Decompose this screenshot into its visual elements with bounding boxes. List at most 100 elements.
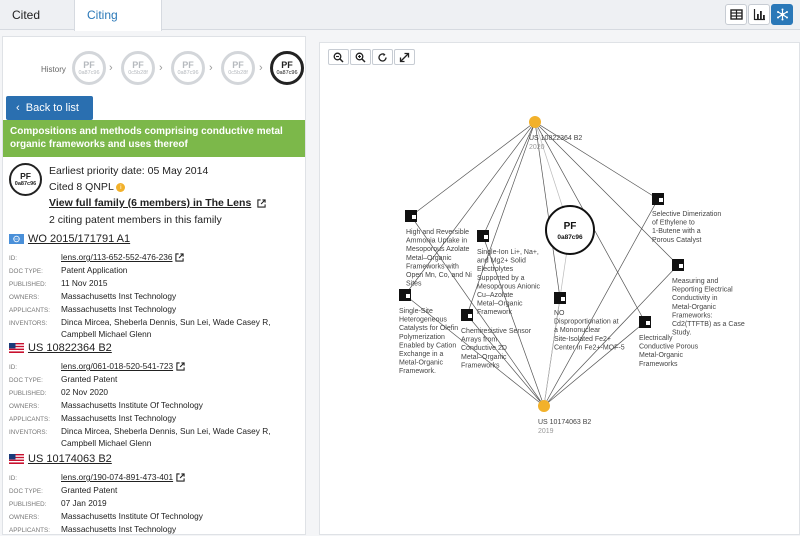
full-family-row: View full family (6 members) in The Lens (49, 197, 266, 209)
graph-view-button[interactable] (771, 4, 793, 25)
expand-button[interactable] (394, 49, 415, 65)
field-label: ID: (9, 475, 18, 482)
zoom-in-button[interactable] (350, 49, 371, 65)
top-tab-bar: Cited articles Citing patents (0, 0, 800, 52)
patent-id-row: ID: lens.org/190-074-891-473-401 (9, 472, 305, 484)
article-label-line: Single-Ion Li+, Na+, (477, 249, 539, 256)
refresh-button[interactable] (372, 49, 393, 65)
field-label: OWNERS: (9, 403, 40, 411)
history-item[interactable]: PF 0c5b28f (221, 51, 255, 85)
article-label-line: Chemiresistive Sensor (461, 328, 532, 335)
field-label: OWNERS: (9, 514, 40, 522)
citation-edge (543, 198, 659, 407)
patent-node-label: US 10822364 B2 (529, 135, 582, 142)
patent-number-link[interactable]: WO 2015/171791 A1 (28, 233, 131, 245)
article-label-line: Selective Dimerization (652, 211, 721, 218)
zoom-out-button[interactable] (328, 49, 349, 65)
article-label-line: Mesoporous Anionic (477, 283, 541, 290)
article-label-line: Ammonia Uptake in (406, 238, 467, 245)
history-item[interactable]: PF 0c5b28f (121, 51, 155, 85)
field-label: ID: (9, 255, 18, 262)
published-row: PUBLISHED:07 Jan 2019 (9, 498, 305, 510)
document-icon (659, 198, 663, 202)
graph-icon (776, 8, 788, 21)
history-item[interactable]: PF 0a87c96 (72, 51, 106, 85)
article-label-line: Open Mn, Co, and Ni (406, 272, 472, 279)
document-icon (406, 294, 410, 298)
patent-header: US 10822364 B2 (9, 340, 305, 356)
back-to-list-button[interactable]: ‹ Back to list (6, 96, 93, 120)
article-label-line: Electrically (639, 335, 673, 342)
doc-type-row: DOC TYPE:Granted Patent (9, 485, 305, 497)
patent-id-row: ID: lens.org/113-652-552-476-236 (9, 252, 305, 264)
history-trail: History PF 0a87c96 › PF 0c5b28f › PF 0a8… (3, 51, 305, 87)
patent-number-link[interactable]: US 10822364 B2 (28, 342, 112, 354)
lens-id-link[interactable]: lens.org/113-652-552-476-236 (61, 252, 173, 262)
article-label-line: Conductivity in (672, 295, 718, 302)
patent-header: US 10174063 B2 (9, 451, 305, 467)
article-label-line: Porous Catalyst (652, 237, 701, 244)
article-label-line: Disproportionation at (554, 319, 619, 326)
table-view-button[interactable] (725, 4, 747, 25)
patent-header: WO 2015/171791 A1 (9, 231, 305, 247)
article-label-line: Supported by a (477, 275, 525, 282)
article-label-line: Single-Site (399, 308, 433, 315)
field-label: OWNERS: (9, 294, 40, 302)
doc-type-value: Granted Patent (61, 374, 118, 385)
history-item-pf: PF (281, 60, 293, 70)
field-label: DOC TYPE: (9, 268, 43, 276)
patent-record: US 10822364 B2 ID:lens.org/061-018-520-5… (9, 340, 305, 449)
document-icon (484, 235, 488, 239)
patent-number-link[interactable]: US 10174063 B2 (28, 453, 112, 465)
history-item-current[interactable]: PF 0a87c96 (270, 51, 304, 85)
article-label-line: Framework. (399, 368, 436, 375)
field-label: PUBLISHED: (9, 501, 47, 509)
article-label-line: Cu–Azolate (477, 292, 513, 299)
chevron-right-icon: › (159, 62, 163, 74)
article-label-line: Metal–Organic (406, 255, 452, 262)
wo-flag-icon (9, 234, 24, 244)
history-item-pf: PF (132, 60, 144, 70)
lens-id-link[interactable]: lens.org/061-018-520-541-723 (61, 361, 174, 371)
tab-cited-articles[interactable]: Cited articles (12, 8, 50, 52)
history-item[interactable]: PF 0a87c96 (171, 51, 205, 85)
document-icon (679, 264, 683, 268)
article-label-line: Center in Fe2+-MOF-5 (554, 344, 625, 351)
tab-citing-patents[interactable]: Citing patents (74, 0, 162, 52)
chart-view-button[interactable] (748, 4, 770, 25)
article-label-line: Site-Isolated Fe2+ (554, 336, 611, 343)
doc-type-value: Patent Application (61, 265, 128, 276)
family-node-circle (545, 205, 595, 255)
article-label-line: Arrays from (461, 337, 497, 344)
external-link-icon (176, 362, 185, 371)
full-family-link[interactable]: View full family (6 members) in The Lens (49, 197, 252, 209)
patent-id-cell: lens.org/190-074-891-473-401 (61, 472, 305, 484)
citation-edge (534, 121, 561, 299)
info-icon[interactable]: i (116, 182, 126, 192)
cited-count: Cited 8 QNPL (49, 181, 114, 193)
citation-edge (410, 121, 536, 217)
article-label-line: Mesoporous Azolate (406, 246, 470, 253)
lens-id-link[interactable]: lens.org/190-074-891-473-401 (61, 472, 174, 482)
published-value: 02 Nov 2020 (61, 387, 109, 398)
article-label-line: Catalysts for Olefin (399, 325, 458, 332)
article-label-line: Cd2(TTFTB) as a Case (672, 321, 745, 328)
article-label-line: Frameworks (461, 362, 500, 369)
